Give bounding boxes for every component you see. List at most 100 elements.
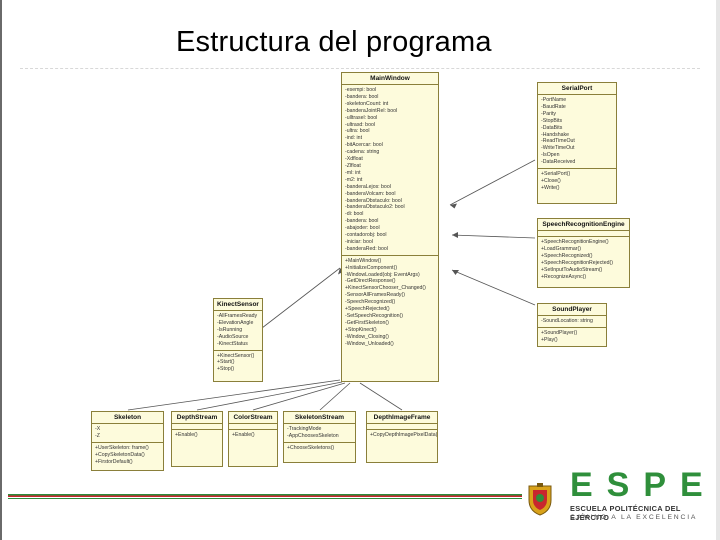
class-mainwindow: MainWindow -esempi: bool-bandera: bool-s… [341, 72, 439, 382]
methods-section: +SerialPort()+Close()+Write() [538, 169, 616, 194]
class-member: -cadena: string [345, 149, 380, 156]
class-kinectsensor: KinectSensor -AllFramesReady-ElevationAn… [213, 298, 263, 382]
speech-association [451, 234, 536, 239]
espe-logo: ESPE [570, 466, 717, 504]
class-member: -iniciar: bool [345, 238, 373, 245]
class-member: -ulltrasel: bool [345, 114, 378, 121]
class-depthstream: DepthStream +Enable() [171, 411, 223, 467]
class-member: -AppChoosesSkeleton [287, 432, 339, 439]
class-member: -IsRunning [217, 326, 243, 333]
attributes-section: -PortName-BaudRate-Parity-StopBits-DataB… [538, 95, 616, 170]
attributes-section [367, 424, 437, 430]
class-member: -bandera: bool [345, 93, 379, 100]
class-member: -banderaJointRel: bool [345, 107, 398, 114]
class-member: +SetInputToAudioStream() [541, 266, 603, 273]
class-colorstream: ColorStream +Enable() [228, 411, 278, 467]
serialport-association [449, 159, 536, 206]
class-member: +SpeechRecognized() [541, 252, 593, 259]
class-member: +SerialPort() [541, 171, 571, 178]
footer-stripe-thin [8, 498, 522, 499]
class-member: -Zlfloat [345, 162, 361, 169]
class-member: +CopyDepthImagePixelData() [370, 432, 438, 438]
espe-crest-icon [528, 483, 552, 516]
class-skeletonstream: SkeletonStream -TrackingMode-AppChoosesS… [283, 411, 356, 463]
class-member: -ultra: bool [345, 128, 370, 135]
class-member: +Enable() [175, 432, 198, 438]
class-name: KinectSensor [214, 299, 262, 311]
class-member: -ultrasd: bool [345, 121, 375, 128]
class-member: +KinectSensor() [217, 352, 255, 359]
skeletonstream-association [319, 382, 351, 411]
colorstream-association [252, 382, 346, 411]
class-member: +SpeechRecognitionEngine() [541, 239, 609, 245]
attributes-section [229, 424, 277, 430]
class-member: -banderaVolcam: bool [345, 190, 396, 197]
depthimageframe-association [359, 382, 403, 411]
class-member: -GetDirectResponse() [345, 278, 396, 285]
class-member: +FirstorDefault() [95, 458, 133, 465]
class-member: -SpeechRecognized() [345, 299, 396, 306]
class-member: -SetSpeechRecognition() [345, 313, 403, 319]
attributes-section: -TrackingMode-AppChoosesSkeleton [284, 424, 355, 443]
slide-frame-left [0, 0, 2, 540]
methods-section: +CopyDepthImagePixelData() [367, 430, 437, 441]
class-member: +KinectSensorChooser_Changed() [345, 285, 426, 292]
class-name: SpeechRecognitionEngine [538, 219, 629, 231]
class-member: +InitializeComponent() [345, 264, 398, 271]
class-member: -contadorobj: bool [345, 232, 387, 239]
attributes-section: -AllFramesReady-ElevationAngle-IsRunning… [214, 311, 262, 351]
class-member: -Handshake [541, 131, 569, 138]
class-member: -banderaObstaculo: bool [345, 197, 402, 204]
class-member: -GetFirstSkeleton() [345, 319, 389, 326]
class-member: -Parity [541, 110, 556, 117]
class-member: +RecognizeAsync() [541, 273, 587, 280]
attributes-section [538, 231, 629, 237]
class-member: +MainWindow() [345, 257, 382, 264]
class-member: -Window_Closing() [345, 333, 389, 340]
class-member: +Enable() [232, 432, 255, 438]
class-member: -banderaLejos: bool [345, 183, 391, 190]
class-member: -Xdfloat [345, 156, 363, 163]
class-member: -SoundLocation: string [541, 318, 593, 324]
class-soundplayer: SoundPlayer -SoundLocation: string +Soun… [537, 303, 607, 347]
institution-name: ESCUELA POLITÉCNICA DEL EJÉRCITO [570, 504, 681, 522]
attributes-section: -SoundLocation: string [538, 316, 606, 328]
class-member: -ml: int [345, 169, 361, 176]
institution-motto: CAMINO A LA EXCELENCIA [570, 514, 698, 521]
footer-stripe [8, 494, 522, 497]
class-speechrecognitionengine: SpeechRecognitionEngine +SpeechRecogniti… [537, 218, 630, 288]
class-member: -IsOpen [541, 152, 560, 159]
class-member: -bandera: bool [345, 218, 379, 225]
class-member: +Stop() [217, 366, 235, 373]
class-member: -AudioSource [217, 333, 249, 340]
class-member: +SpeechRejected() [345, 306, 390, 313]
methods-section: +SoundPlayer()+Play() [538, 328, 606, 346]
class-member: -di: bool [345, 211, 364, 218]
class-member: -skeletonCount: int [345, 100, 389, 107]
class-member: -WriteTimeOut [541, 145, 575, 152]
methods-section: +Enable() [172, 430, 222, 441]
class-name: SerialPort [538, 83, 616, 95]
class-member: -PortName [541, 97, 567, 103]
class-member: +LoadGrammar() [541, 245, 581, 252]
class-member: -ElevationAngle [217, 319, 254, 326]
methods-section: +SpeechRecognitionEngine()+LoadGrammar()… [538, 237, 629, 282]
class-member: +Close() [541, 177, 561, 184]
kinect-association [261, 267, 341, 329]
class-member: -Window_Unloaded() [345, 340, 394, 347]
class-member: +ChooseSkeletons() [287, 444, 335, 451]
class-member: -Z [95, 432, 100, 439]
soundplayer-association [451, 269, 536, 306]
class-member: -WindowLoaded(obj: EventArgs) [345, 271, 420, 278]
class-name: SkeletonStream [284, 412, 355, 424]
class-member: +Start() [217, 359, 235, 366]
class-member: -bitAcercar: bool [345, 142, 383, 149]
class-member: -SensorAllFramesReady() [345, 292, 405, 299]
class-member: -banderaRed: bool [345, 245, 388, 252]
class-member: -AllFramesReady [217, 313, 258, 319]
class-member: +StopKinect() [345, 326, 377, 333]
skeleton-association [127, 379, 341, 411]
depthstream-association [196, 381, 343, 411]
methods-section: +MainWindow()+InitializeComponent()-Wind… [342, 256, 438, 350]
